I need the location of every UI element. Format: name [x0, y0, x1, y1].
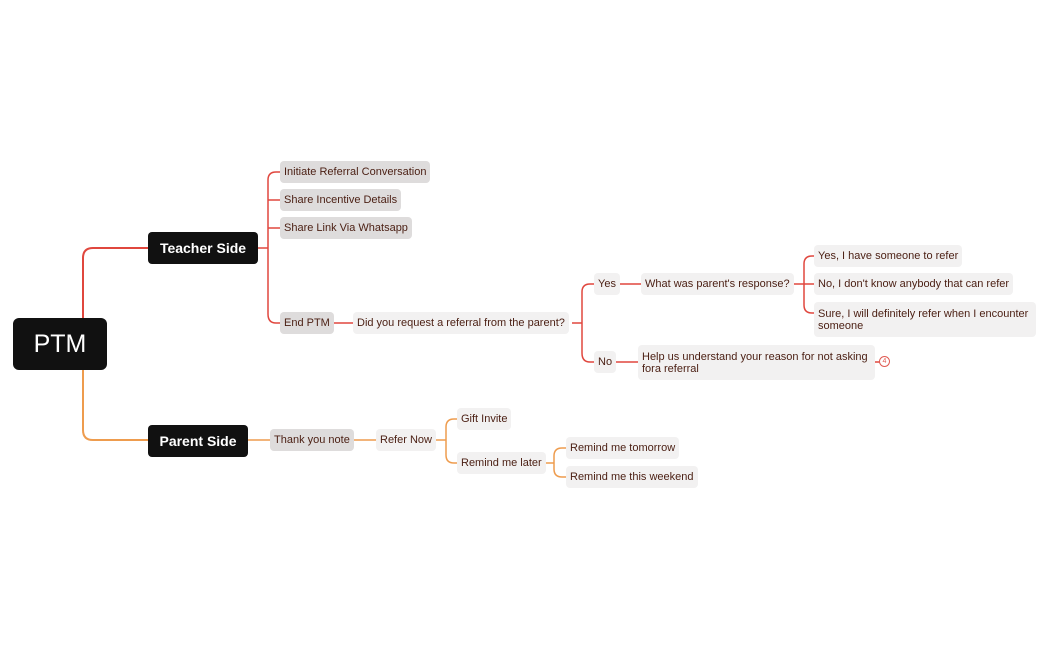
thank-you-note-node[interactable]: Thank you note — [270, 429, 354, 451]
remind-tomorrow-node[interactable]: Remind me tomorrow — [566, 437, 680, 459]
no-node[interactable]: No — [594, 351, 617, 373]
share-link-node[interactable]: Share Link Via Whatsapp — [280, 217, 412, 239]
teacher-connectors — [258, 171, 880, 363]
yes-node[interactable]: Yes — [594, 273, 620, 295]
parent-side-node[interactable]: Parent Side — [148, 425, 248, 457]
parent-response-question-node[interactable]: What was parent's response? — [641, 273, 794, 295]
end-ptm-node[interactable]: End PTM — [280, 312, 334, 334]
gift-invite-node[interactable]: Gift Invite — [457, 408, 512, 430]
initiate-referral-node[interactable]: Initiate Referral Conversation — [280, 161, 431, 183]
response-no-node[interactable]: No, I don't know anybody that can refer — [814, 273, 1014, 295]
remind-later-node[interactable]: Remind me later — [457, 452, 546, 474]
teacher-side-node[interactable]: Teacher Side — [148, 232, 258, 264]
response-yes-node[interactable]: Yes, I have someone to refer — [814, 245, 963, 267]
remind-weekend-node[interactable]: Remind me this weekend — [566, 466, 698, 488]
parent-connectors — [248, 418, 566, 478]
response-sure-node[interactable]: Sure, I will definitely refer when I enc… — [814, 302, 1036, 337]
share-incentive-node[interactable]: Share Incentive Details — [280, 189, 402, 211]
connector-root-parent — [82, 370, 148, 441]
connector-root-teacher — [82, 247, 148, 318]
root-node[interactable]: PTM — [13, 318, 107, 370]
reason-node[interactable]: Help us understand your reason for not a… — [638, 345, 875, 380]
referral-question-node[interactable]: Did you request a referral from the pare… — [353, 312, 569, 334]
collapsed-count-badge[interactable]: 4 — [879, 356, 890, 367]
refer-now-node[interactable]: Refer Now — [376, 429, 436, 451]
